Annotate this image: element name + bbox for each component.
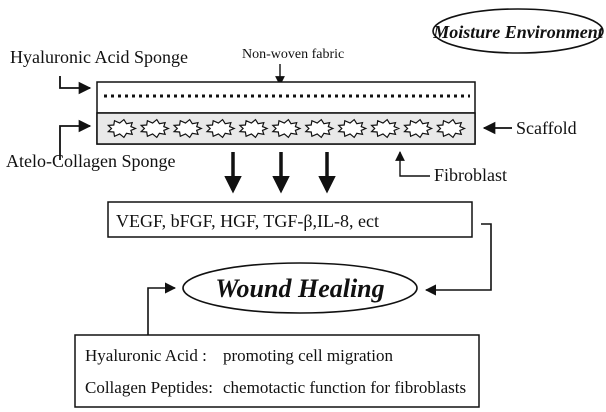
moisture-label: Moisture Environment [432,22,604,42]
ha-sponge-label: Hyaluronic Acid Sponge [10,47,188,67]
fibroblast-label: Fibroblast [434,165,507,185]
functions-to-healing-connector [148,288,175,335]
wound-dressing-layers [97,82,475,144]
function-name: Collagen Peptides: [85,378,213,397]
atelo-sponge-label: Atelo-Collagen Sponge [6,151,175,171]
function-name: Hyaluronic Acid : [85,346,207,365]
growth-factors-text: VEGF, bFGF, HGF, TGF-β,IL-8, ect [116,211,379,231]
wound-healing-node: Wound Healing [183,263,417,313]
growth-factors-box: VEGF, bFGF, HGF, TGF-β,IL-8, ect [108,202,472,237]
release-arrows [233,152,327,190]
function-desc: chemotactic function for fibroblasts [223,378,466,397]
function-desc: promoting cell migration [223,346,393,365]
functions-box: Hyaluronic Acid : promoting cell migrati… [75,335,479,407]
fibroblast-pointer [400,152,430,176]
scaffold-label: Scaffold [516,118,577,138]
wound-healing-label: Wound Healing [215,274,384,303]
ha-sponge-pointer [60,76,90,88]
nonwoven-label: Non-woven fabric [242,47,344,62]
moisture-environment-badge: Moisture Environment [432,9,604,53]
